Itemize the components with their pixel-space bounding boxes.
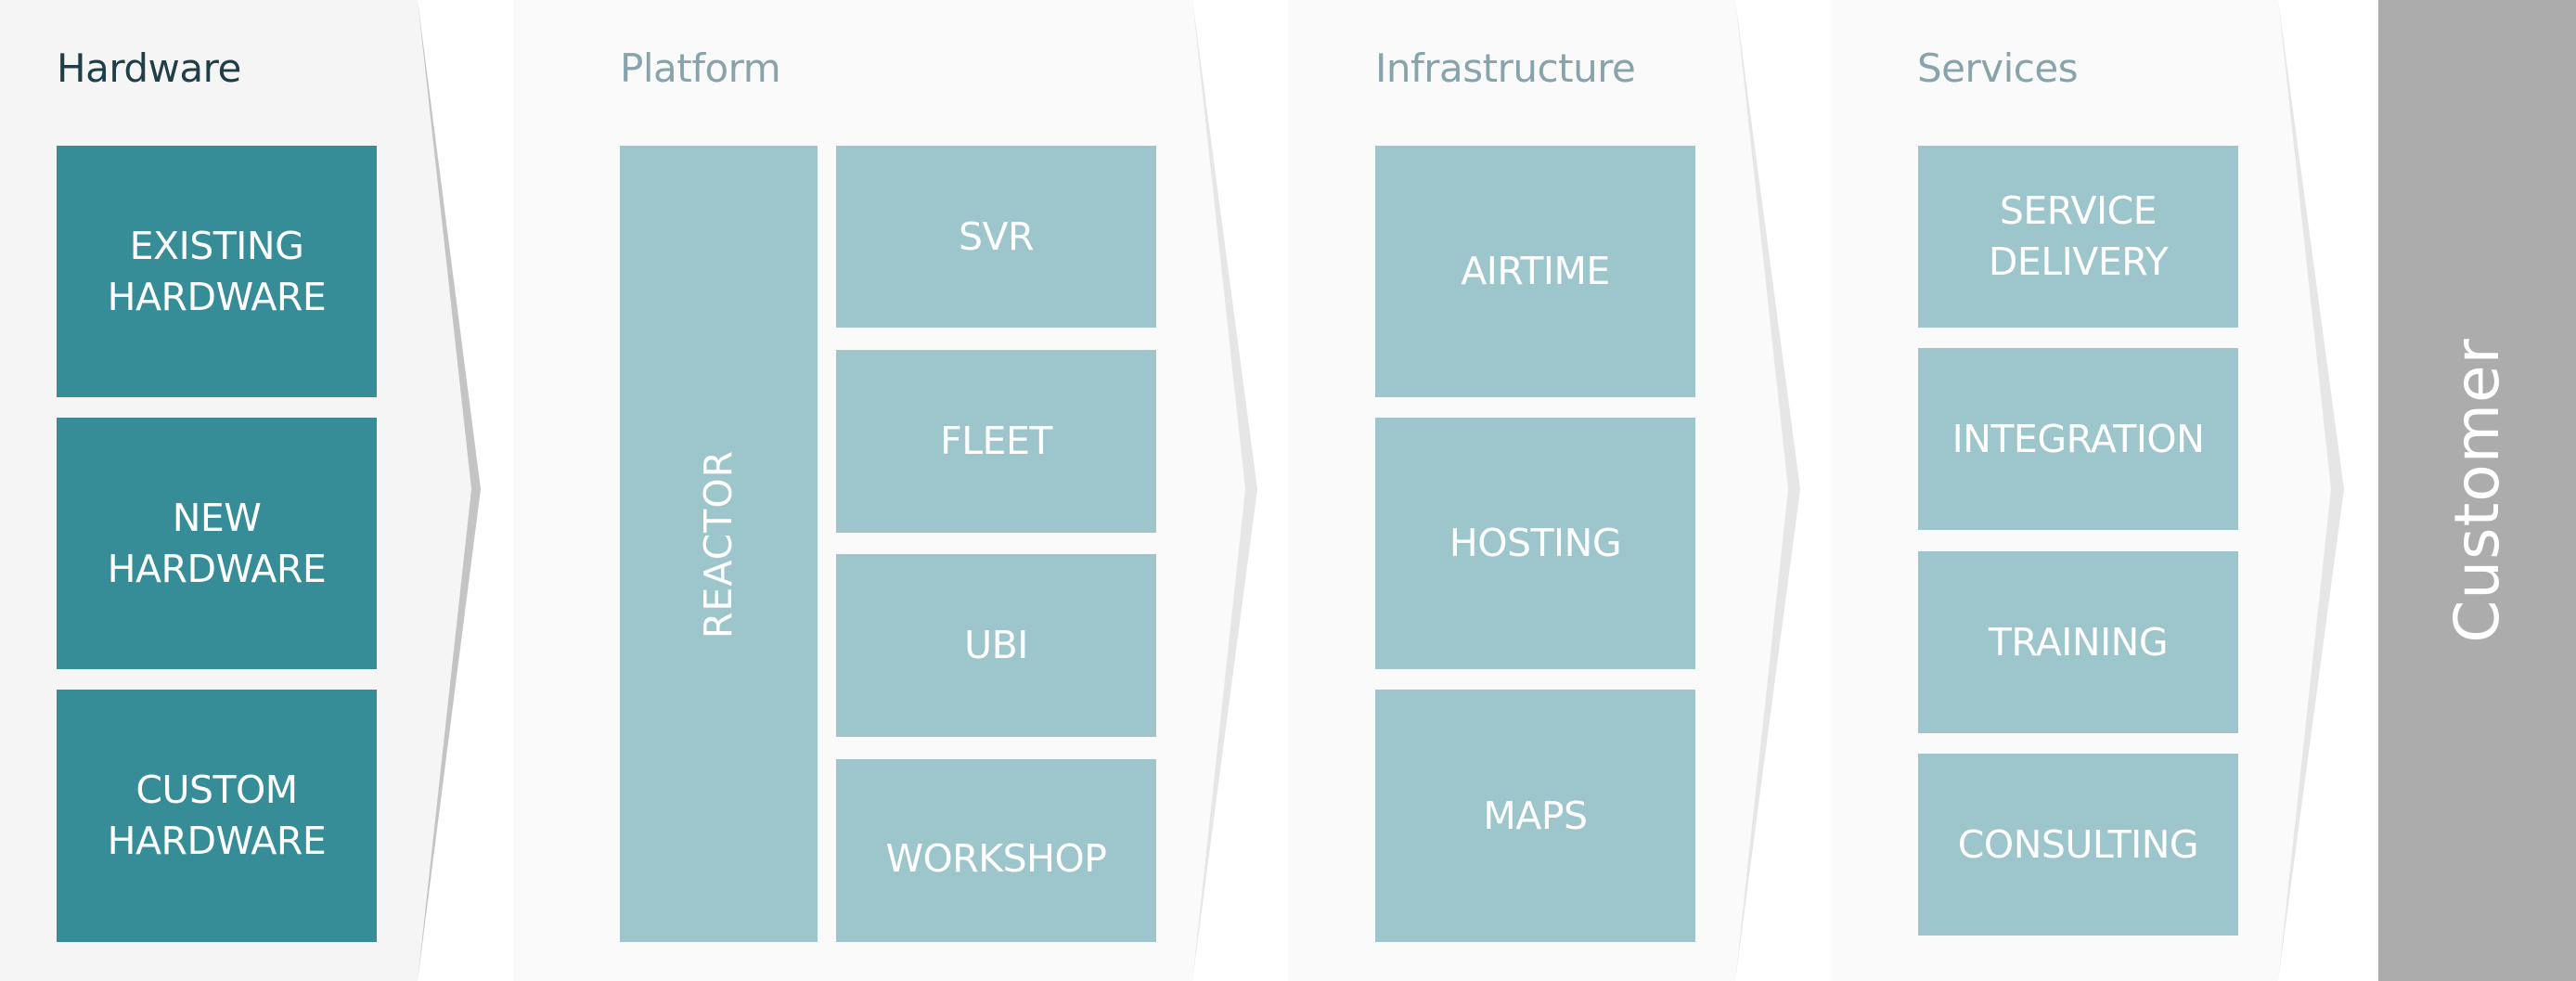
airtime-box: AIRTIME — [1375, 146, 1695, 397]
consulting-label: CONSULTING — [1957, 821, 2199, 867]
maps-box: MAPS — [1375, 690, 1695, 942]
customer-bar — [2378, 0, 2576, 981]
customer-label-wrap: Customer — [2378, 0, 2576, 981]
consulting-box: CONSULTING — [1918, 754, 2238, 936]
hosting-box: HOSTING — [1375, 418, 1695, 669]
ubi-box: UBI — [836, 554, 1156, 737]
airtime-label: AIRTIME — [1461, 249, 1610, 293]
custom-hardware-box: CUSTOM HARDWARE — [57, 690, 377, 942]
services-title: Services — [1917, 45, 2079, 91]
service-delivery-box: SERVICE DELIVERY — [1918, 146, 2238, 328]
customer-label: Customer — [2441, 338, 2513, 643]
platform-title: Platform — [620, 45, 781, 91]
workshop-label: WORKSHOP — [885, 836, 1107, 881]
training-box: TRAINING — [1918, 551, 2238, 733]
reactor-label: REACTOR — [696, 449, 741, 639]
fleet-box: FLEET — [836, 350, 1156, 533]
integration-box: INTEGRATION — [1918, 348, 2238, 530]
svr-box: SVR — [836, 146, 1156, 328]
svr-label: SVR — [958, 213, 1035, 259]
custom-hardware-label: CUSTOM HARDWARE — [107, 768, 327, 863]
reactor-box: REACTOR — [620, 146, 818, 942]
hosting-label: HOSTING — [1449, 521, 1622, 565]
training-label: TRAINING — [1988, 619, 2169, 665]
maps-label: MAPS — [1483, 793, 1588, 838]
existing-hardware-label: EXISTING HARDWARE — [107, 223, 327, 319]
fleet-label: FLEET — [940, 419, 1052, 463]
ubi-label: UBI — [964, 623, 1028, 667]
workshop-box: WORKSHOP — [836, 759, 1156, 942]
new-hardware-label: NEW HARDWARE — [107, 495, 327, 591]
service-delivery-label: SERVICE DELIVERY — [1988, 188, 2169, 284]
infrastructure-title: Infrastructure — [1375, 45, 1636, 91]
integration-label: INTEGRATION — [1951, 416, 2205, 461]
existing-hardware-box: EXISTING HARDWARE — [57, 146, 377, 397]
new-hardware-box: NEW HARDWARE — [57, 418, 377, 669]
hardware-title: Hardware — [57, 45, 241, 91]
